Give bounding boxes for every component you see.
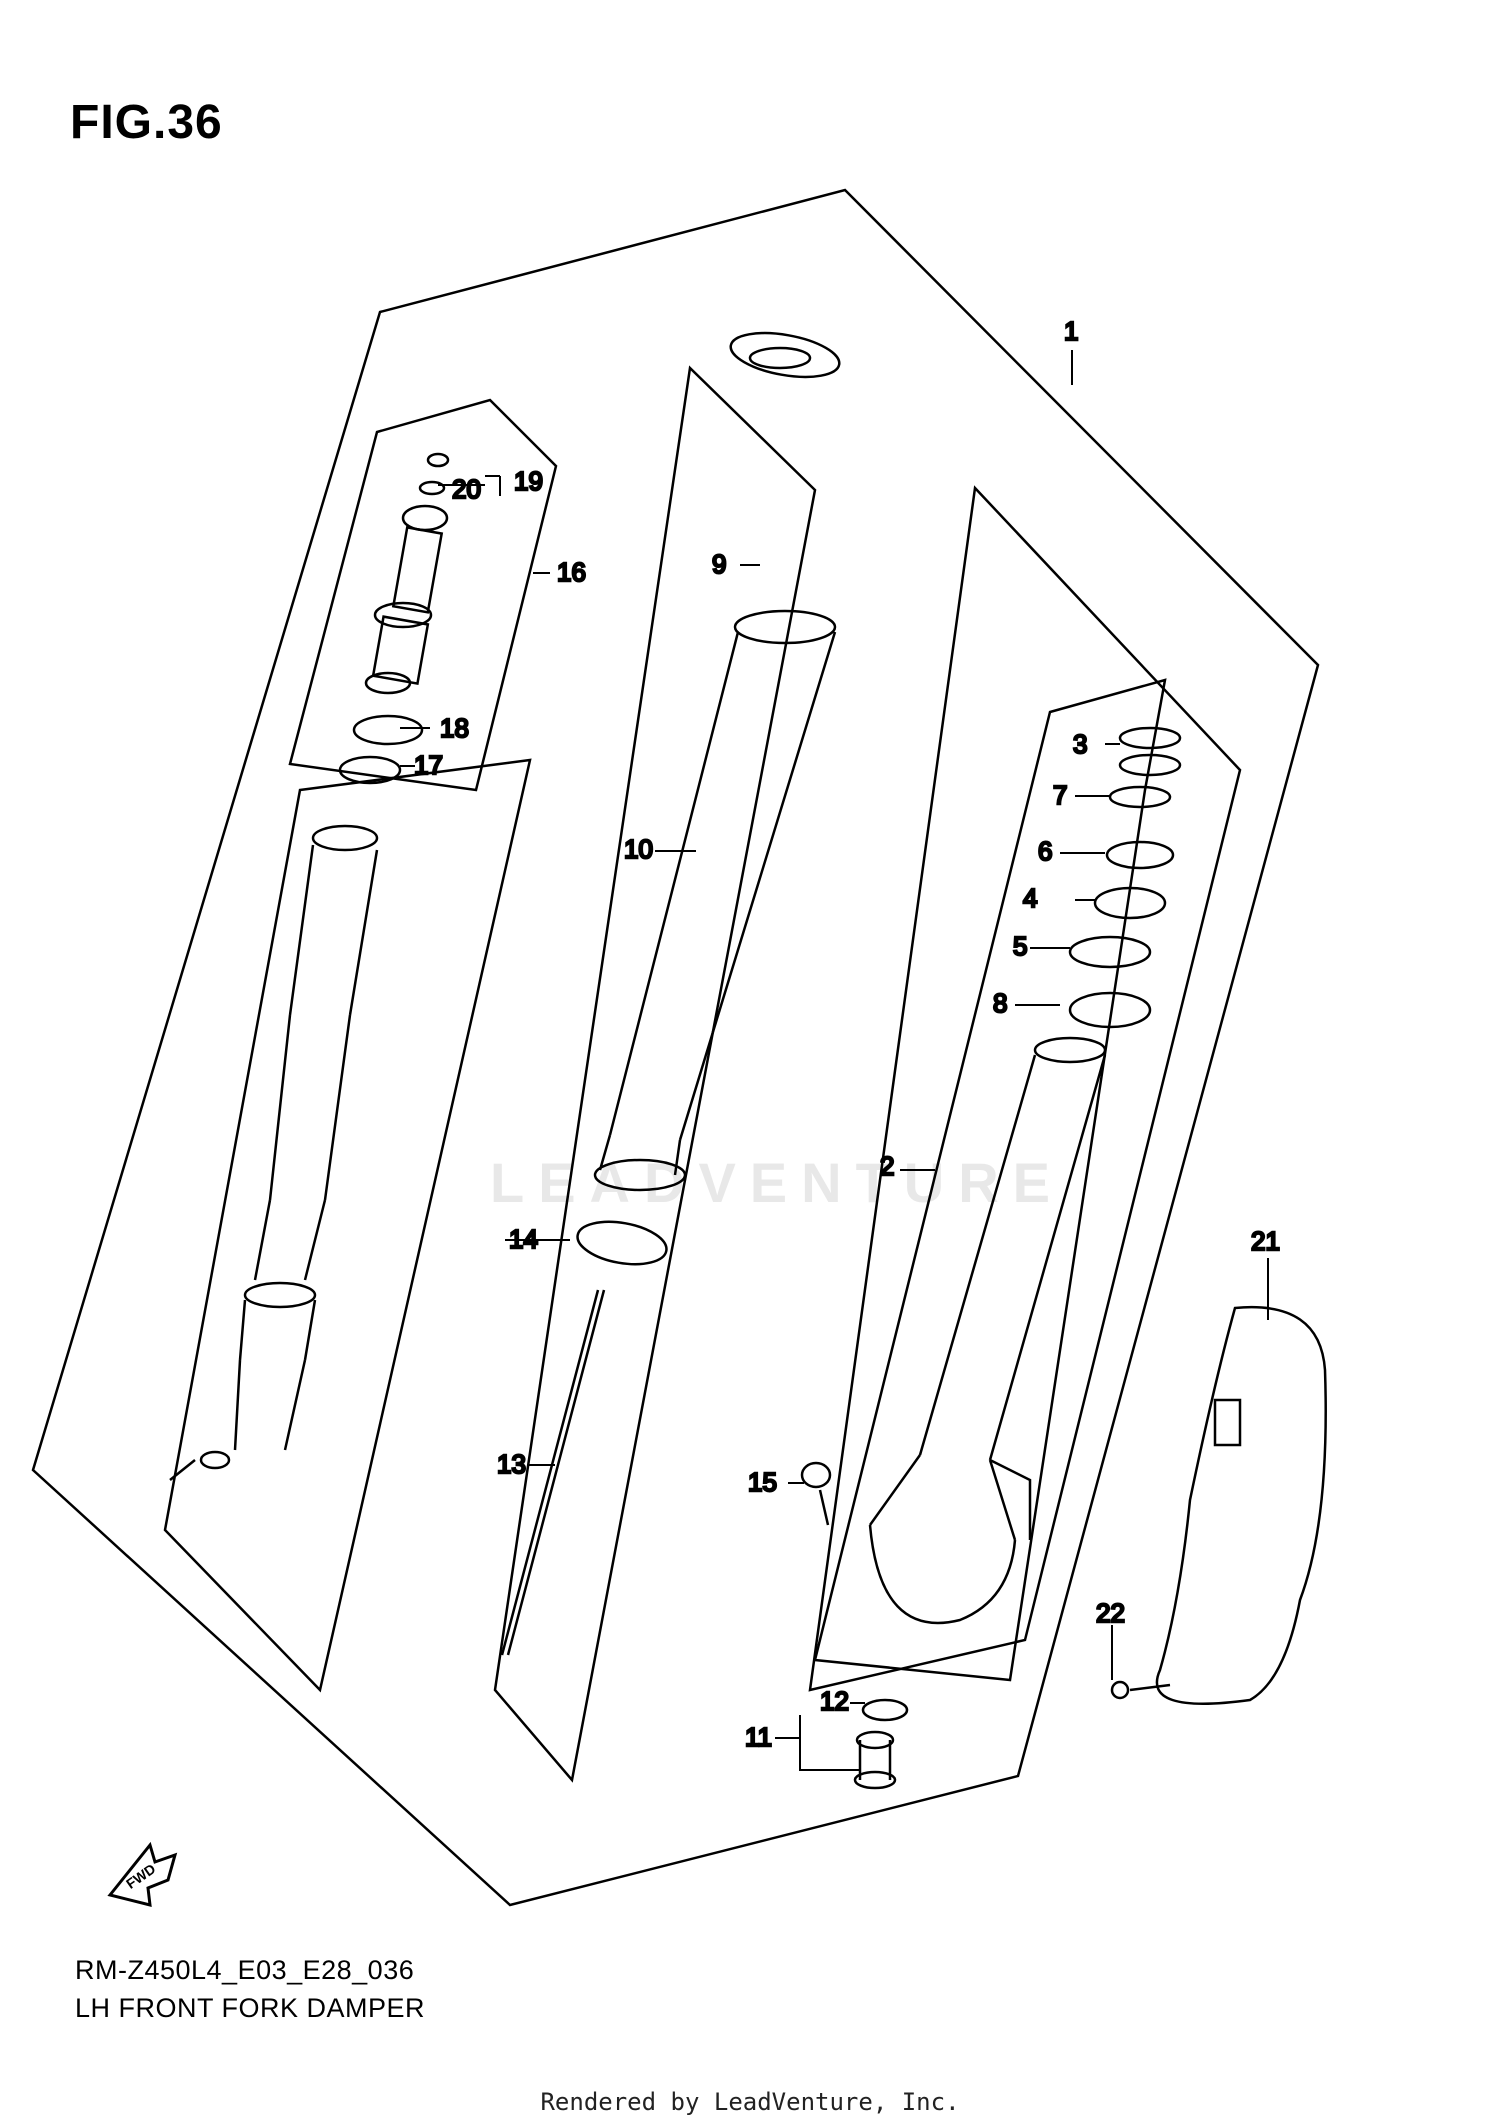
fwd-arrow: FWD xyxy=(107,1841,178,1907)
valve-11-12 xyxy=(853,1698,909,1790)
render-credit: Rendered by LeadVenture, Inc. xyxy=(540,2088,960,2116)
rod-13 xyxy=(500,1289,606,1656)
outer-tube xyxy=(593,331,841,1192)
watermark-text: LEADVENTURE xyxy=(490,1151,1065,1214)
figure-title: FIG.36 xyxy=(70,96,223,149)
inner-tube-subpanel xyxy=(813,678,1167,1682)
bolt-15 xyxy=(800,1461,832,1526)
guard-mount xyxy=(1213,1398,1242,1447)
inner-tube-rings xyxy=(1068,726,1182,1029)
callout-21: 21 xyxy=(1251,1226,1280,1256)
fork-guard-21 xyxy=(1155,1305,1327,1705)
callout-5: 5 xyxy=(1013,931,1027,961)
leader-lines xyxy=(400,350,1269,1771)
callout-13: 13 xyxy=(497,1449,526,1479)
callout-15: 15 xyxy=(748,1467,777,1497)
cartridge-panel xyxy=(288,398,558,792)
callout-14: 14 xyxy=(509,1224,538,1254)
callout-1: 1 xyxy=(1064,316,1078,346)
bolt-22 xyxy=(1110,1680,1171,1700)
callout-4: 4 xyxy=(1023,883,1037,913)
callout-16: 16 xyxy=(557,557,586,587)
inner-tube-panel xyxy=(808,485,1242,1692)
o-ring-14 xyxy=(576,1220,668,1266)
callout-7: 7 xyxy=(1053,780,1067,810)
callout-3: 3 xyxy=(1073,729,1087,759)
outer-tube-panel xyxy=(493,365,817,1783)
callout-22: 22 xyxy=(1096,1598,1125,1628)
cartridge-outline xyxy=(163,758,532,1693)
cartridge-body xyxy=(169,824,379,1481)
callout-6: 6 xyxy=(1038,836,1052,866)
callout-10: 10 xyxy=(624,834,653,864)
callout-17: 17 xyxy=(414,750,443,780)
callout-8: 8 xyxy=(993,988,1007,1018)
callout-2: 2 xyxy=(880,1151,894,1181)
callout-11: 11 xyxy=(745,1722,772,1752)
callout-12: 12 xyxy=(820,1686,849,1716)
diagram-title: LH FRONT FORK DAMPER xyxy=(75,1993,426,2023)
callout-20: 20 xyxy=(452,474,481,504)
inner-tube xyxy=(868,1036,1107,1625)
callout-19: 19 xyxy=(514,466,543,496)
callout-9: 9 xyxy=(712,549,726,579)
model-code: RM-Z450L4_E03_E28_036 xyxy=(75,1955,415,1985)
callout-18: 18 xyxy=(440,713,469,743)
damper-cartridge-assembly xyxy=(338,452,450,785)
assembly-outline xyxy=(31,188,1320,1907)
